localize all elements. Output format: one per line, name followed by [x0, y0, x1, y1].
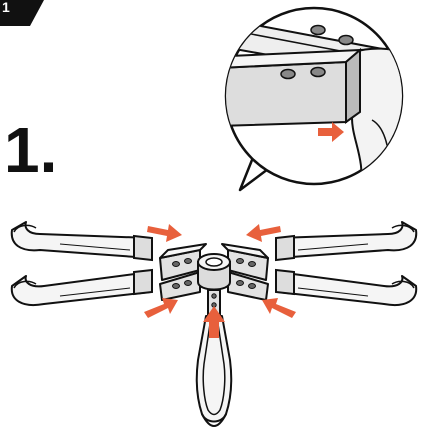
- screw-hole: [172, 261, 180, 267]
- screw-hole: [236, 258, 244, 264]
- screw-hole: [184, 280, 192, 286]
- left-lower-leg: [10, 268, 153, 306]
- screw-hole: [280, 68, 296, 80]
- arrow-icon: [147, 224, 182, 242]
- arrow-icon: [262, 298, 296, 318]
- arrow-icon: [318, 122, 344, 142]
- screw-hole: [338, 34, 354, 46]
- screw-hole: [248, 283, 256, 289]
- corner-tab-label: 1: [2, 0, 10, 15]
- screw-hole: [310, 24, 326, 36]
- screw-hole: [172, 283, 180, 289]
- detail-callout: [224, 6, 404, 192]
- front-leg: [195, 289, 233, 427]
- screw-hole: [236, 280, 244, 286]
- screw-hole: [184, 258, 192, 264]
- step-number: 1.: [4, 114, 58, 186]
- screw-hole: [248, 261, 256, 267]
- left-upper-leg: [10, 221, 153, 262]
- screw-hole: [310, 66, 326, 78]
- arrow-icon: [203, 306, 225, 338]
- right-lower-leg: [275, 268, 418, 306]
- corner-tab: [0, 0, 44, 26]
- arrow-group: [144, 224, 296, 338]
- arrow-icon: [246, 224, 281, 242]
- arrow-icon: [144, 298, 178, 318]
- star-base-hub: [159, 243, 269, 301]
- right-upper-leg: [275, 221, 418, 262]
